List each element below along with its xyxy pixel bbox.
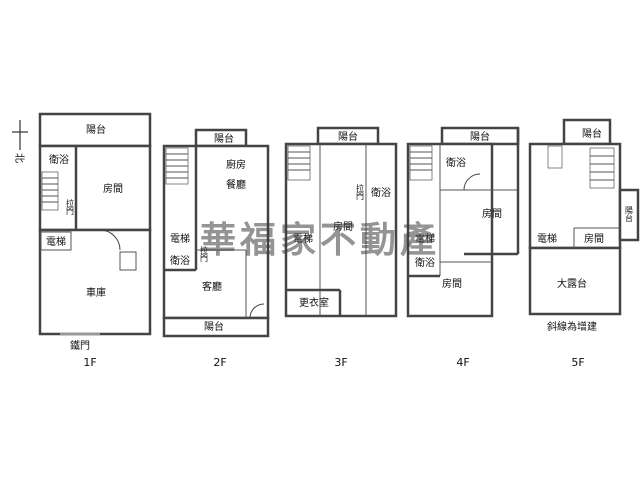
2f-kitchen: 廚房	[226, 158, 246, 171]
1f-bedroom: 房間	[103, 182, 123, 195]
2f-balcony-top: 陽台	[214, 132, 234, 145]
floor-4f-plan: 陽台 衛浴 房間 電梯 衛浴 房間 4F	[406, 126, 520, 369]
3f-bath: 衛浴	[371, 186, 391, 199]
2f-bath: 衛浴	[170, 254, 190, 267]
3f-sliding-door: 拉門	[356, 183, 365, 201]
1f-sliding-door: 拉門	[66, 198, 75, 216]
4f-balcony: 陽台	[470, 130, 490, 143]
floor-label-4f: 4F	[456, 356, 469, 369]
2f-sliding-door: 拉門	[200, 245, 209, 263]
floor-1f-plan: 陽台 衛浴 房間 拉門 電梯 車庫 鐵門 1F	[38, 112, 152, 369]
watermark-text: 華福家不動產	[200, 219, 440, 261]
floor-3f-plan: 陽台 衛浴 拉門 電梯 房間 更衣室 3F	[284, 126, 398, 369]
1f-garage: 車庫	[86, 286, 106, 299]
floor-label-2f: 2F	[213, 356, 226, 369]
5f-balcony-side: 陽台	[625, 206, 634, 223]
1f-balcony: 陽台	[86, 123, 106, 136]
2f-elevator: 電梯	[170, 232, 190, 245]
1f-elevator: 電梯	[46, 235, 66, 248]
5f-terrace: 大露台	[557, 277, 587, 290]
5f-balcony-top: 陽台	[582, 127, 602, 140]
floor-label-5f: 5F	[571, 356, 584, 369]
3f-elevator: 電梯	[293, 232, 313, 245]
floor-label-1f: 1F	[83, 356, 96, 369]
4f-bath-top: 衛浴	[446, 156, 466, 169]
1f-iron-gate: 鐵門	[70, 339, 90, 352]
4f-elevator: 電梯	[415, 232, 435, 245]
4f-bath-bottom: 衛浴	[415, 256, 435, 269]
5f-bedroom: 房間	[584, 232, 604, 245]
north-compass: 北	[12, 120, 28, 163]
3f-dressing: 更衣室	[299, 296, 329, 309]
floor-label-3f: 3F	[334, 356, 347, 369]
floor-5f-plan: 陽台 陽台 電梯 房間 大露台 斜線為增建 5F	[528, 118, 640, 369]
4f-bedroom-bottom: 房間	[442, 277, 462, 290]
2f-dining: 餐廳	[226, 178, 246, 191]
2f-living: 客廳	[202, 280, 222, 293]
4f-bedroom-right: 房間	[482, 207, 502, 220]
addition-note: 斜線為增建	[547, 320, 597, 333]
3f-balcony: 陽台	[338, 130, 358, 143]
floor-2f-plan: 陽台 廚房 餐廳 電梯 衛浴 拉門 客廳 陽台 2F	[162, 128, 270, 369]
1f-bath: 衛浴	[49, 153, 69, 166]
2f-balcony-bottom: 陽台	[204, 320, 224, 333]
3f-bedroom: 房間	[333, 220, 353, 233]
5f-elevator: 電梯	[537, 232, 557, 245]
north-label: 北	[13, 153, 25, 163]
